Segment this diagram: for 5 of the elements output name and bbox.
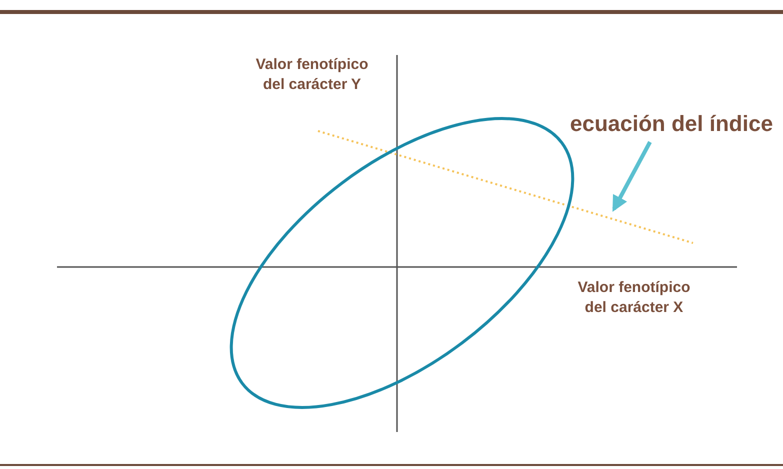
axis-label: Valor fenotípico del carácter X	[576, 278, 692, 318]
index-line	[318, 130, 694, 244]
leader-arrow	[612, 141, 652, 212]
axis-label: Valor fenotípico del carácter Y	[254, 55, 370, 95]
callout-text: ecuación del índice	[570, 111, 773, 137]
